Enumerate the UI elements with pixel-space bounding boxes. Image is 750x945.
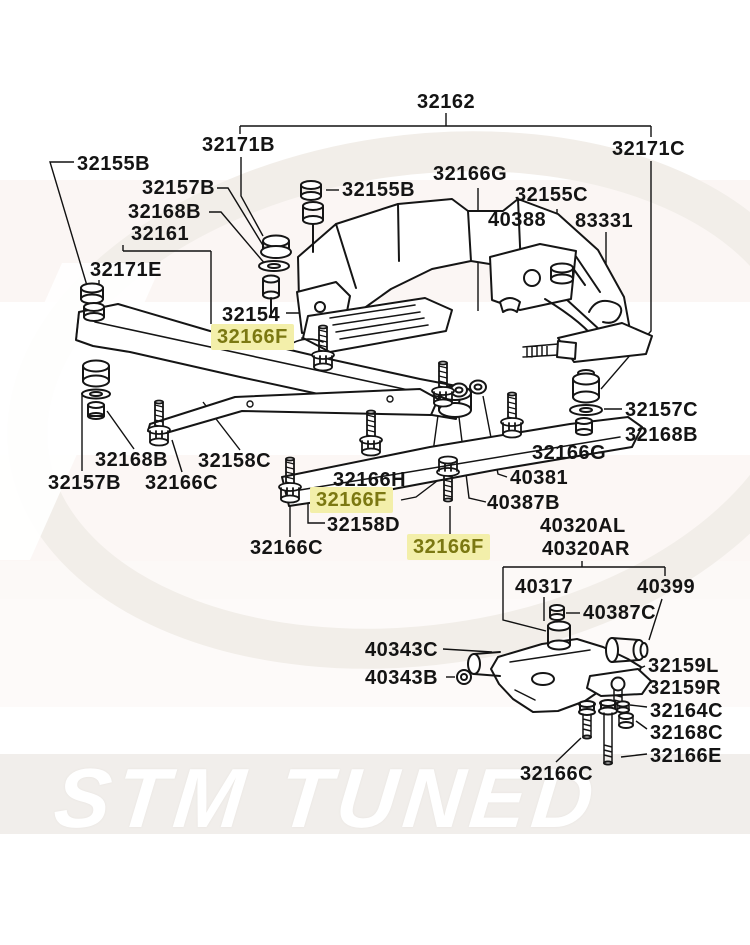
part-label-32171e: 32171E bbox=[90, 259, 162, 281]
part-label-32171c: 32171C bbox=[612, 138, 686, 160]
part-label-40387b: 40387B bbox=[487, 492, 561, 514]
part-label-32168b-2: 32168B bbox=[625, 424, 699, 446]
part-label-32168b-1: 32168B bbox=[128, 201, 202, 223]
part-label-32158c: 32158C bbox=[198, 450, 272, 472]
part-label-32166f-3: 32166F bbox=[407, 534, 490, 560]
part-label-32166f-1: 32166F bbox=[211, 324, 294, 350]
part-label-40399: 40399 bbox=[637, 576, 696, 598]
part-label-32157b-1: 32157B bbox=[142, 177, 216, 199]
part-label-32158d: 32158D bbox=[327, 514, 401, 536]
part-label-40388: 40388 bbox=[488, 209, 547, 231]
control-arm-drawing bbox=[456, 604, 652, 766]
part-label-40381: 40381 bbox=[510, 467, 569, 489]
part-label-32159r: 32159R bbox=[648, 677, 722, 699]
watermark-band bbox=[0, 754, 750, 834]
part-label-40387c: 40387C bbox=[583, 602, 657, 624]
part-label-32166e: 32166E bbox=[650, 745, 722, 767]
leader-lines bbox=[49, 113, 666, 763]
part-label-32155c: 32155C bbox=[515, 184, 589, 206]
part-label-32157b-2: 32157B bbox=[48, 472, 122, 494]
part-label-83331: 83331 bbox=[575, 210, 634, 232]
crossmember-drawing bbox=[75, 180, 653, 507]
part-label-32155b-1: 32155B bbox=[77, 153, 151, 175]
part-label-32166h: 32166H bbox=[333, 469, 407, 491]
part-label-32166f-2: 32166F bbox=[310, 487, 393, 513]
part-label-40343b: 40343B bbox=[365, 667, 439, 689]
part-label-32171b: 32171B bbox=[202, 134, 276, 156]
part-label-40343c: 40343C bbox=[365, 639, 439, 661]
part-label-32166c-1: 32166C bbox=[145, 472, 219, 494]
part-label-40320al: 40320AL bbox=[540, 515, 626, 537]
part-label-40320ar: 40320AR bbox=[542, 538, 631, 560]
part-label-32161: 32161 bbox=[131, 223, 190, 245]
part-label-32166g-1: 32166G bbox=[433, 163, 508, 185]
part-label-32168c: 32168C bbox=[650, 722, 724, 744]
part-label-32155b-2: 32155B bbox=[342, 179, 416, 201]
part-label-32166g-2: 32166G bbox=[532, 442, 607, 464]
part-label-32166c-2: 32166C bbox=[250, 537, 324, 559]
part-label-32166c-3: 32166C bbox=[520, 763, 594, 785]
part-label-32162: 32162 bbox=[417, 91, 476, 113]
part-label-32168b-3: 32168B bbox=[95, 449, 169, 471]
part-label-32164c: 32164C bbox=[650, 700, 724, 722]
part-label-32159l: 32159L bbox=[648, 655, 719, 677]
part-label-32154: 32154 bbox=[222, 304, 281, 326]
part-label-32157c: 32157C bbox=[625, 399, 699, 421]
part-label-40317: 40317 bbox=[515, 576, 574, 598]
